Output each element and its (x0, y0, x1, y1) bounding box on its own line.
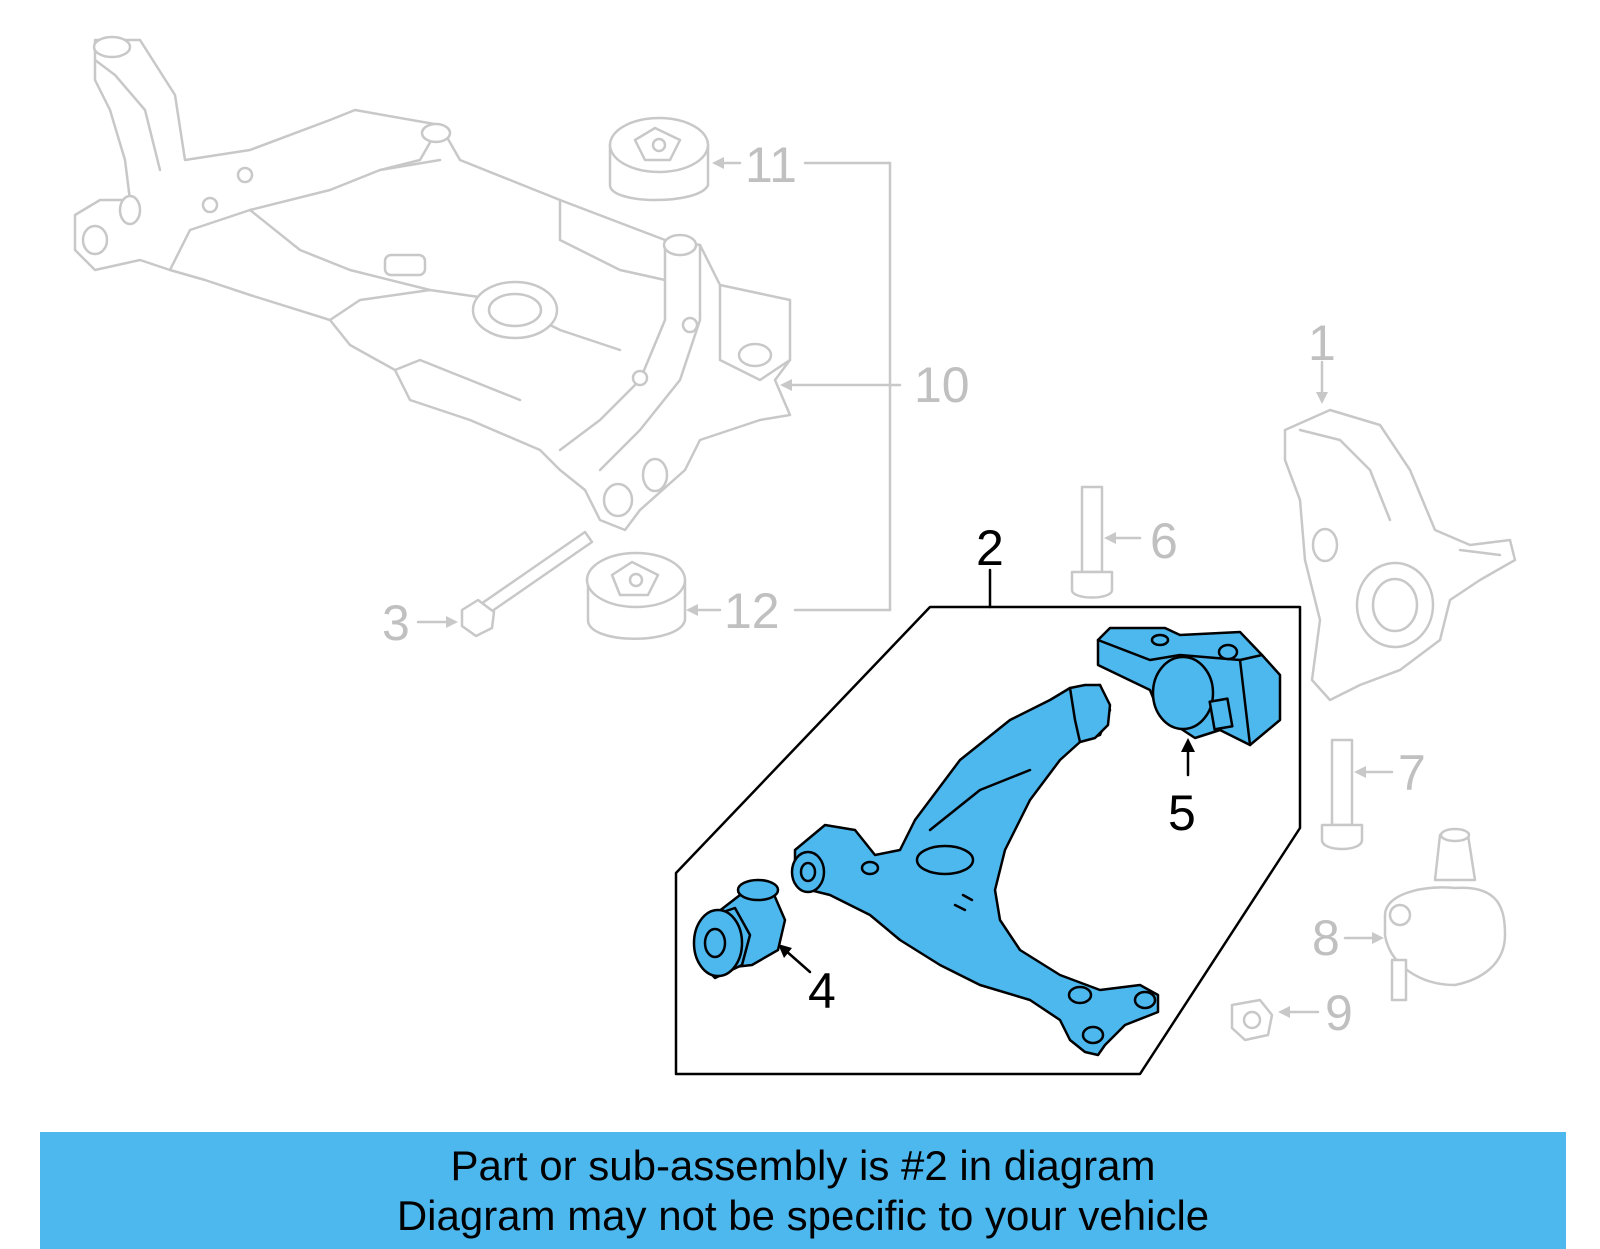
gray-leaders (416, 157, 1394, 1018)
control-arm (790, 683, 1160, 1057)
info-banner: Part or sub-assembly is #2 in diagram Di… (40, 1132, 1566, 1249)
callout-10: 10 (914, 357, 970, 413)
bolt-7 (1320, 738, 1364, 851)
mount-11 (608, 116, 710, 202)
nut-9 (1230, 998, 1274, 1042)
callout-4: 4 (808, 963, 836, 1019)
knuckle-1 (1283, 408, 1517, 702)
banner-line-1: Part or sub-assembly is #2 in diagram (450, 1141, 1156, 1189)
callout-2: 2 (976, 520, 1004, 576)
bushing-4 (692, 878, 787, 980)
callout-12: 12 (724, 583, 780, 639)
callout-11: 11 (745, 137, 797, 193)
callout-1: 1 (1308, 315, 1336, 371)
mount-12 (585, 551, 687, 640)
callout-3: 3 (382, 595, 410, 651)
subframe (73, 35, 792, 532)
assembly-2-frame (674, 568, 1302, 1076)
callout-6: 6 (1150, 513, 1178, 569)
callout-7: 7 (1398, 745, 1426, 801)
bushing-5 (1096, 626, 1282, 747)
callout-9: 9 (1325, 985, 1353, 1041)
black-leaders (778, 738, 1195, 974)
bolt-6 (1070, 485, 1114, 599)
bolt-3 (460, 530, 594, 638)
callout-8: 8 (1312, 910, 1340, 966)
callout-5: 5 (1168, 785, 1196, 841)
ball-joint-8 (1383, 827, 1507, 1002)
banner-line-2: Diagram may not be specific to your vehi… (396, 1191, 1210, 1239)
